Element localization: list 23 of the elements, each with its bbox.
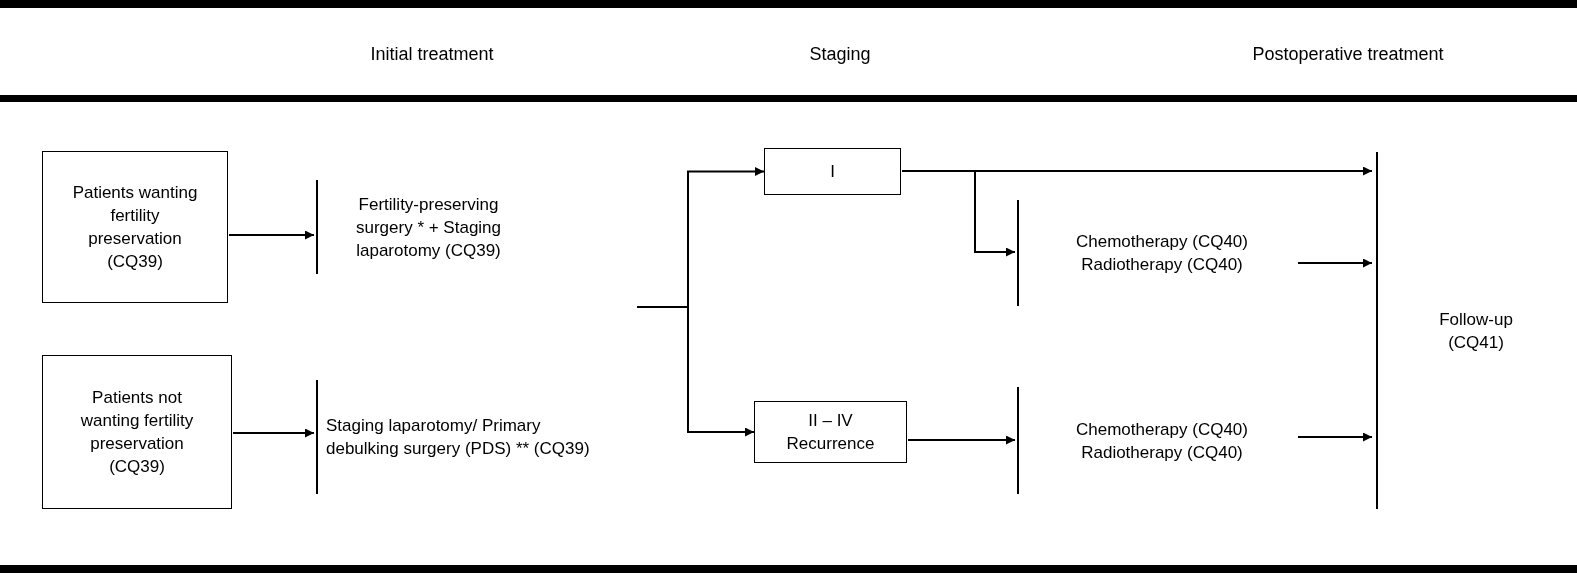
- column-heading: Postoperative treatment: [1252, 44, 1444, 65]
- node-text: Chemotherapy (CQ40) Radiotherapy (CQ40): [1075, 231, 1249, 276]
- column-heading: Staging: [809, 44, 871, 65]
- node-text: Staging laparotomy/ Primary debulking surgery (PDS) ** (CQ39): [326, 415, 591, 460]
- arrow: [232, 428, 315, 438]
- arrow: [228, 230, 315, 240]
- node-text: Fertility-preserving surgery * + Staging laparotomy (CQ39): [354, 193, 503, 262]
- node-text: Patients wanting fertility preservation (CQ39): [72, 182, 198, 273]
- arrow: [1297, 432, 1373, 442]
- node-text: Follow-up (CQ41): [1438, 308, 1514, 354]
- arrow: [901, 170, 1016, 257]
- node-text: I: [830, 161, 835, 183]
- arrow: [907, 435, 1016, 445]
- node-text: Chemotherapy (CQ40) Radiotherapy (CQ40): [1075, 418, 1249, 464]
- node-text: II – IV Recurrence: [785, 410, 876, 455]
- process-box: [754, 401, 907, 463]
- arrow: [1297, 258, 1373, 268]
- column-heading: Initial treatment: [370, 44, 494, 65]
- process-box: [42, 355, 232, 509]
- node-text: Patients not wanting fertility preservation (CQ39): [79, 387, 195, 478]
- process-box: [42, 151, 228, 303]
- arrow: [636, 306, 755, 437]
- process-box: [764, 148, 901, 195]
